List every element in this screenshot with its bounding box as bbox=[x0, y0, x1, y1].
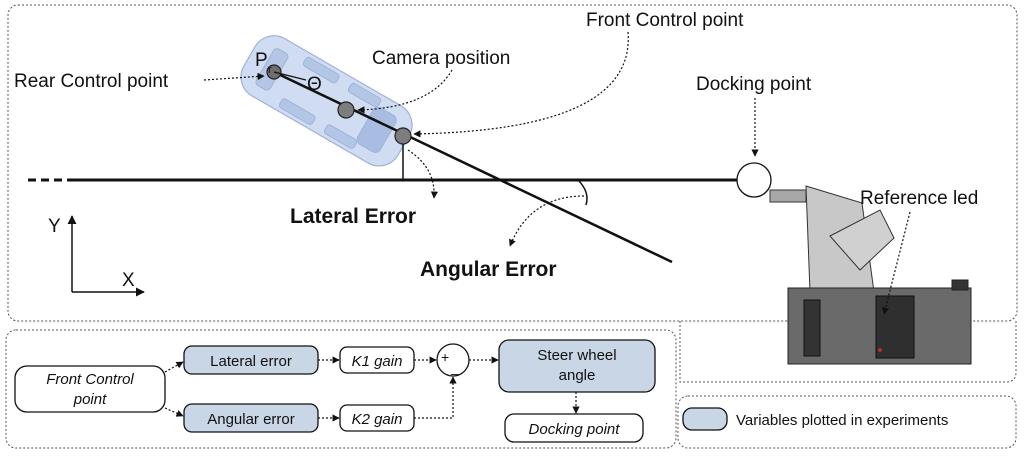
y-axis-label: Y bbox=[48, 216, 61, 237]
sum-minus: _ bbox=[450, 359, 459, 375]
theta-line bbox=[273, 71, 307, 81]
p-symbol: P bbox=[255, 50, 268, 71]
angular-error-arrow bbox=[509, 195, 585, 247]
x-axis-label: X bbox=[122, 270, 135, 291]
front-control-point-marker bbox=[394, 127, 412, 145]
input-to-lateral-arrow bbox=[164, 361, 184, 373]
lateral-error-label: Lateral Error bbox=[290, 205, 416, 228]
legend-frame bbox=[677, 395, 1017, 449]
docking-point-marker bbox=[736, 162, 772, 198]
k2-gain-label: K2 gain bbox=[352, 411, 403, 428]
angular-error-box-label: Angular error bbox=[207, 411, 295, 428]
docking-point-label: Docking point bbox=[696, 74, 812, 95]
rear-control-point-label: Rear Control point bbox=[14, 71, 169, 92]
front-control-point-label: Front Control point bbox=[586, 10, 744, 31]
lateral-error-box-label: Lateral error bbox=[210, 353, 292, 370]
camera-position-arrow bbox=[357, 69, 453, 114]
sum-plus: + bbox=[441, 349, 449, 365]
block-diagram-frame bbox=[5, 329, 677, 449]
reference-led-label: Reference led bbox=[860, 188, 978, 209]
k1-gain-label: K1 gain bbox=[352, 353, 403, 370]
camera-position-marker bbox=[337, 101, 355, 119]
theta-symbol: Θ bbox=[307, 74, 322, 95]
docking-point-box bbox=[504, 413, 644, 443]
scene-frame bbox=[7, 4, 1018, 322]
angular-error-label: Angular Error bbox=[420, 258, 557, 281]
camera-position-label: Camera position bbox=[372, 48, 510, 69]
p-subscript: r bbox=[268, 64, 272, 76]
reference-led-arrow bbox=[882, 211, 911, 315]
input-to-angular-arrow bbox=[164, 407, 184, 417]
vehicle-heading-line bbox=[273, 70, 673, 264]
legend-text: Variables plotted in experiments bbox=[736, 412, 948, 429]
input-box bbox=[14, 365, 166, 413]
steer-wheel-angle-box bbox=[498, 339, 656, 393]
angular-error-arc bbox=[577, 179, 588, 206]
legend-swatch bbox=[682, 407, 728, 431]
docking-station bbox=[769, 185, 972, 365]
k2-to-sum-arrow bbox=[414, 376, 457, 419]
lateral-error-arrow bbox=[407, 149, 439, 199]
docking-point-box-label: Docking point bbox=[529, 421, 621, 438]
